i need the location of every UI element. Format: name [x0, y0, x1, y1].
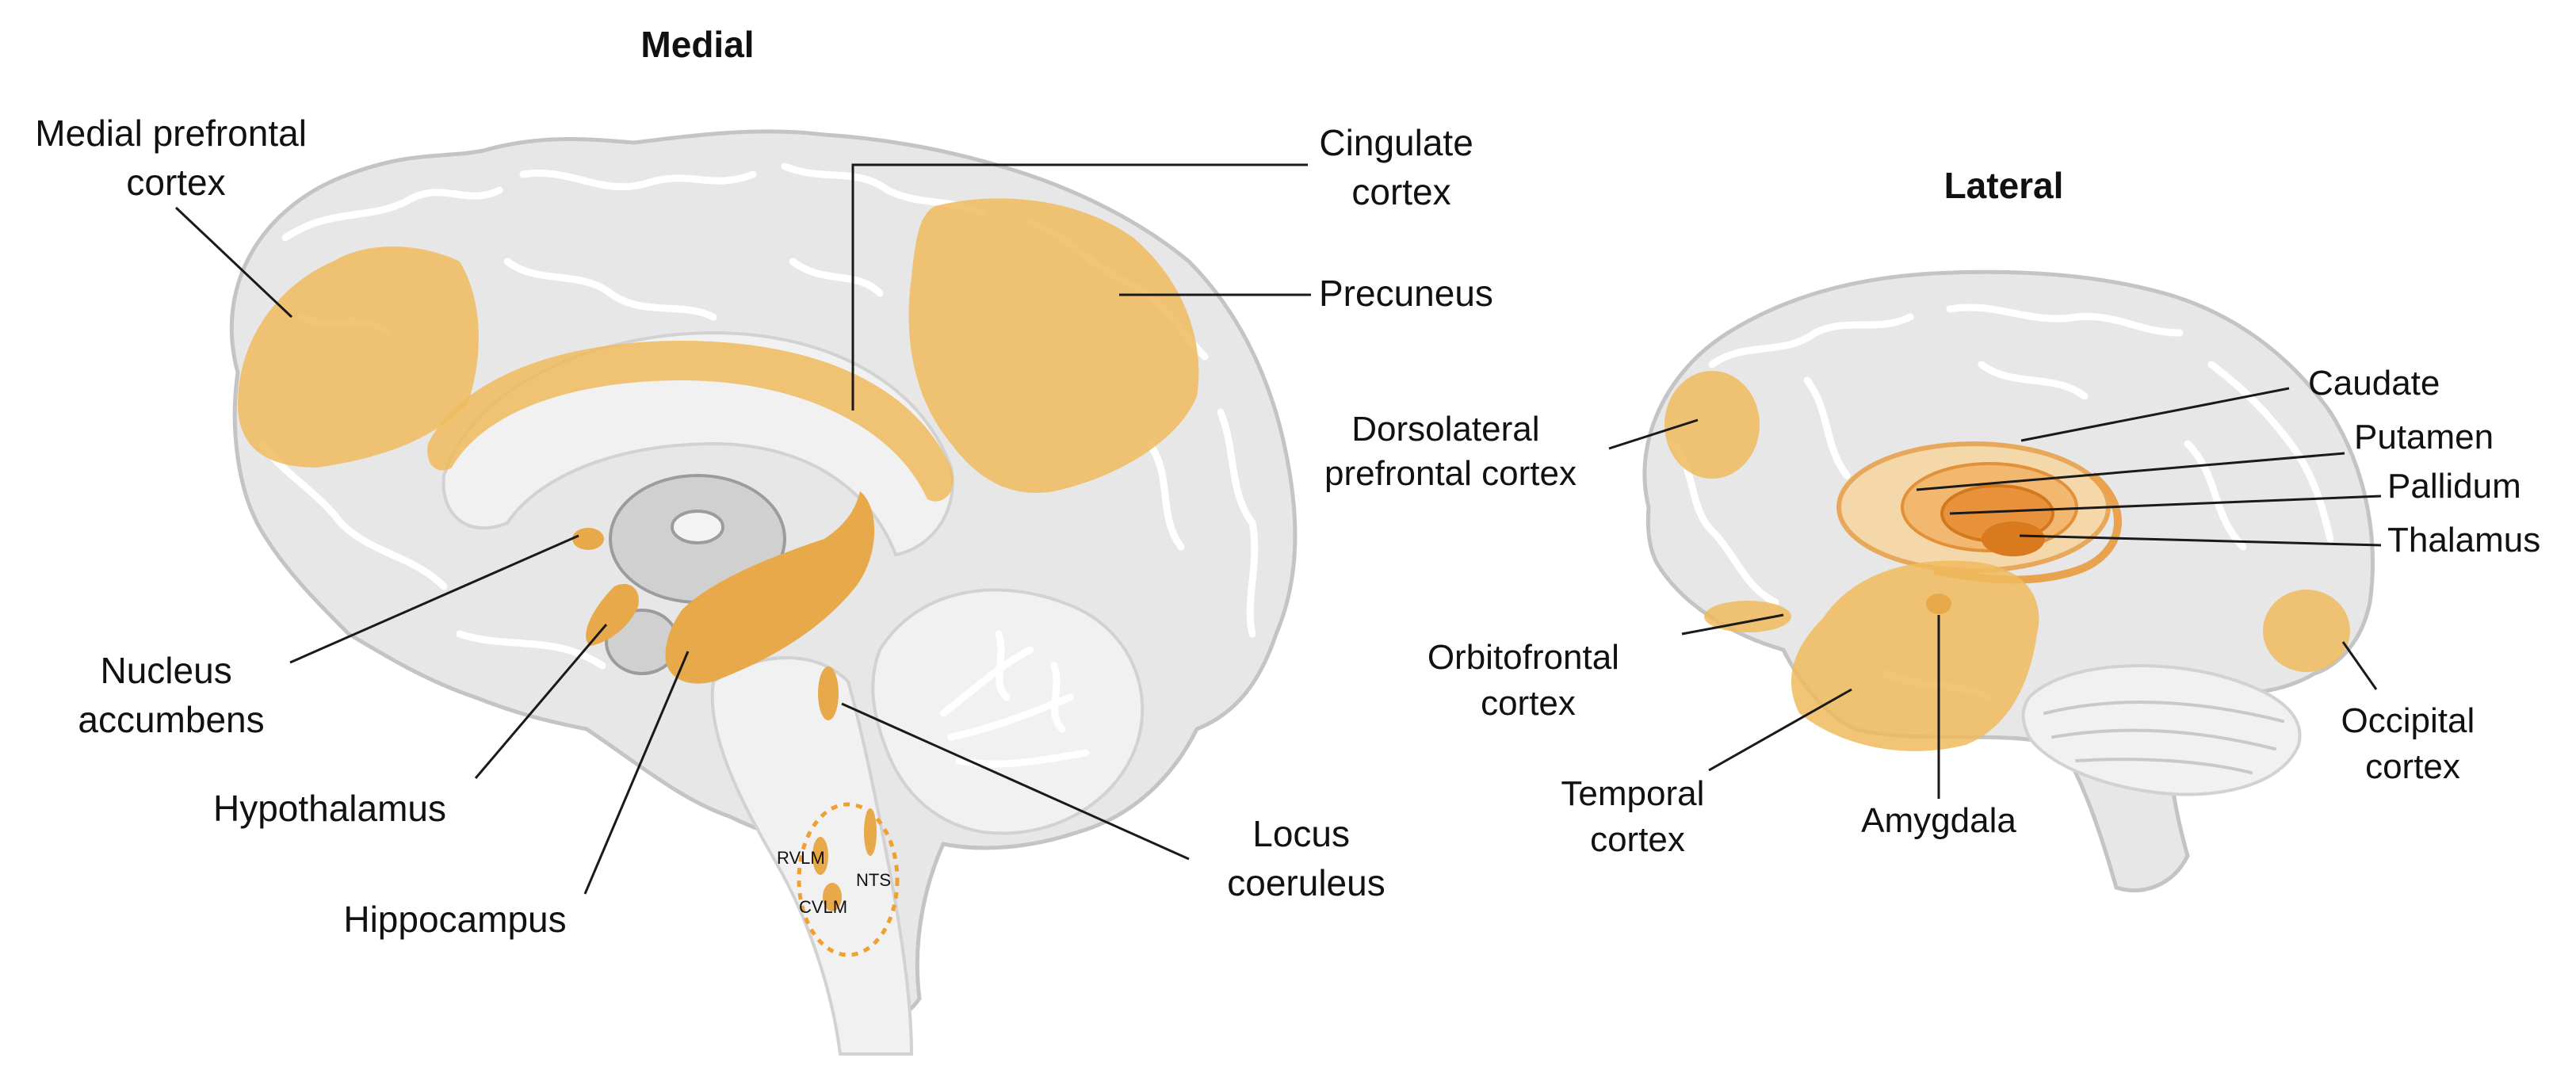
dlpfc-region — [1664, 371, 1760, 479]
medial-title: Medial — [640, 24, 754, 65]
nucleus-accumbens-label: Nucleus accumbens — [78, 650, 264, 740]
pallidum-label: Pallidum — [2387, 467, 2521, 506]
rvlm-label: RVLM — [777, 848, 825, 868]
putamen-label: Putamen — [2354, 418, 2494, 456]
dlpfc-label: Dorsolateral prefrontal cortex — [1324, 410, 1577, 493]
occipital-label: Occipital cortex — [2341, 701, 2485, 786]
nts-region — [864, 808, 877, 856]
hippocampus-label: Hippocampus — [343, 899, 566, 940]
hypothalamus-region — [586, 583, 639, 646]
occipital-region — [2263, 590, 2350, 672]
amygdala-region — [1926, 594, 1951, 614]
rvlm-region — [812, 837, 828, 875]
medial-leader-lines — [174, 163, 1311, 895]
temporal-label: Temporal cortex — [1561, 774, 1714, 859]
cerebellum — [871, 588, 1145, 835]
thalamus-label: Thalamus — [2387, 521, 2540, 559]
interthalamic-adhesion — [671, 510, 724, 544]
amygdala-label: Amygdala — [1861, 801, 2016, 840]
lateral-leader-lines — [1608, 387, 2382, 799]
temporal-region — [1791, 560, 2039, 751]
nucleus-accumbens-region — [572, 528, 604, 550]
lateral-title: Lateral — [1944, 165, 2064, 206]
cerebellum-arbor — [939, 630, 1090, 768]
medial-prefrontal-region — [238, 246, 479, 468]
caudate-label: Caudate — [2308, 364, 2440, 403]
lateral-cerebellum-folia — [2043, 701, 2284, 774]
precuneus-label: Precuneus — [1319, 273, 1493, 314]
medial-view: Medial — [35, 24, 1493, 1056]
lateral-view: Lateral — [1324, 165, 2540, 893]
mpfc-label: Medial prefrontal cortex — [35, 113, 316, 203]
nts-label: NTS — [856, 870, 891, 890]
cingulate-region — [427, 341, 954, 502]
precuneus-region — [908, 198, 1199, 493]
cingulate-label: Cingulate cortex — [1319, 122, 1483, 212]
locus-coeruleus-label: Locus coeruleus — [1227, 813, 1385, 903]
locus-coeruleus-region — [818, 666, 839, 720]
cvlm-region — [823, 883, 842, 911]
brainstem — [710, 656, 914, 1056]
orbitofrontal-label: Orbitofrontal cortex — [1428, 638, 1629, 723]
hippocampus-region — [665, 491, 875, 684]
medullary-nuclei-outline — [797, 802, 900, 957]
thalamus-lateral — [1982, 521, 2045, 556]
orbitofrontal-region — [1704, 601, 1791, 632]
hypothalamus-label: Hypothalamus — [213, 788, 446, 829]
cvlm-label: CVLM — [799, 897, 847, 917]
